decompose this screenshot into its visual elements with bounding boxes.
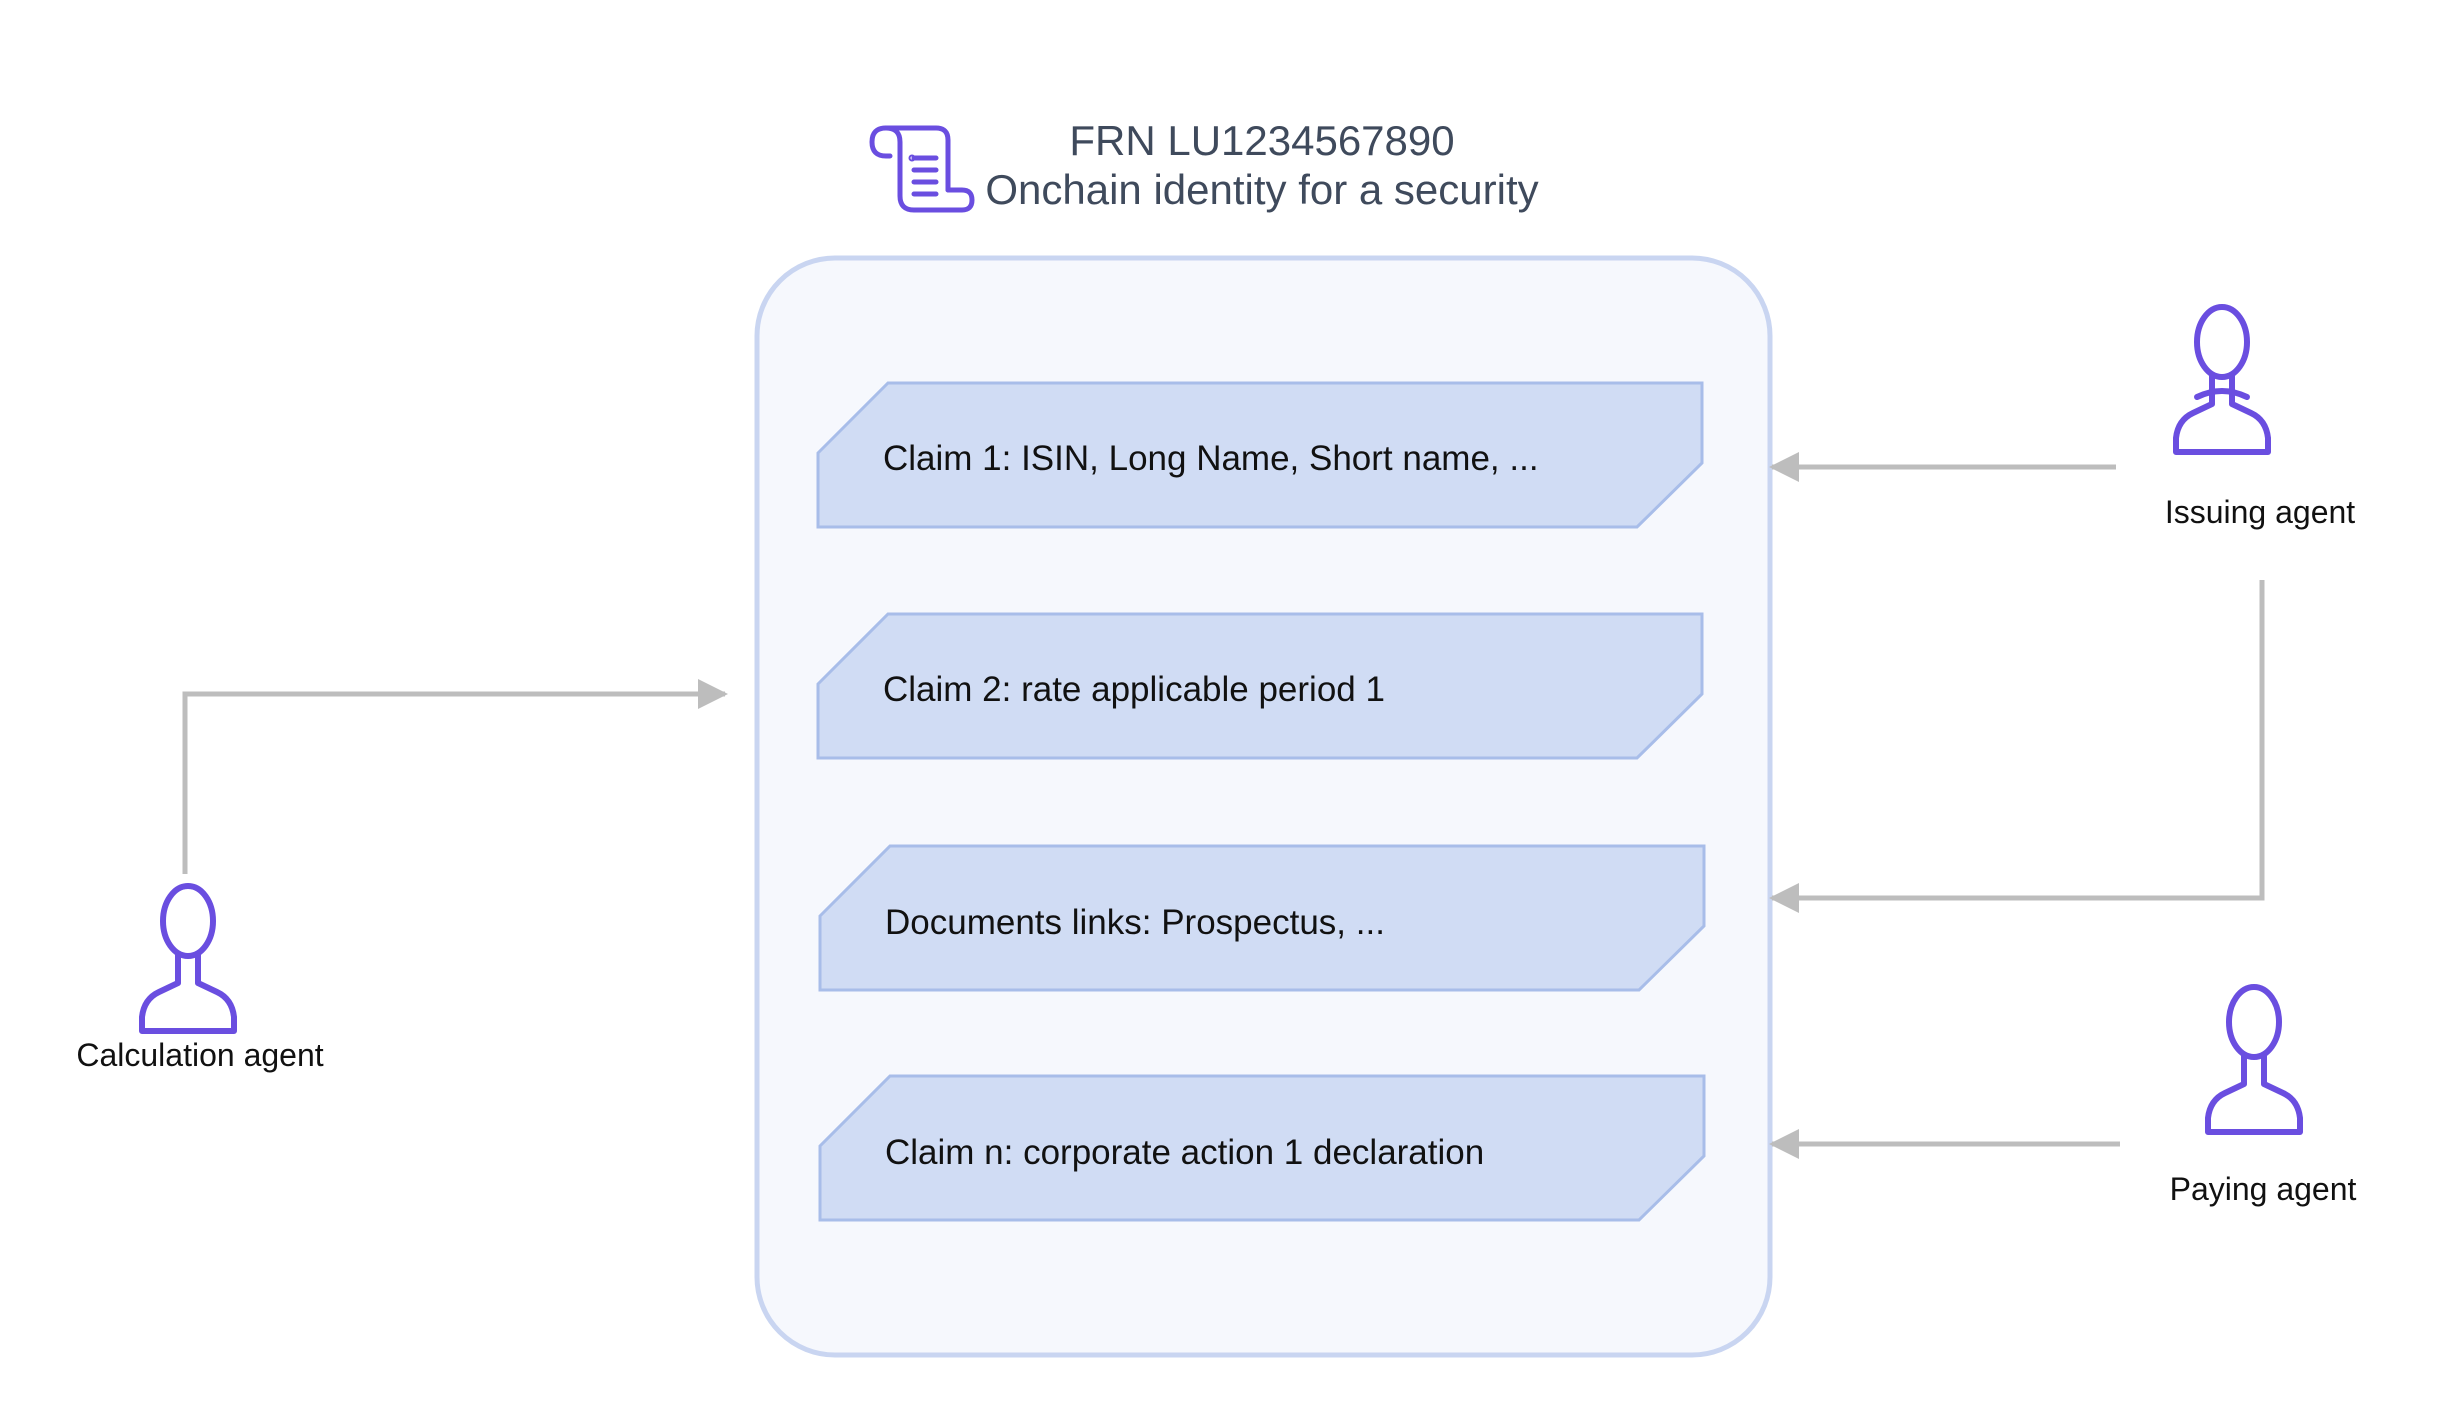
claim-box-4: Claim n: corporate action 1 declaration — [818, 1074, 1706, 1222]
paying-agent-label: Paying agent — [2170, 1171, 2357, 1207]
issuing-agent-label: Issuing agent — [2165, 494, 2355, 530]
claim-box-3: Documents links: Prospectus, ... — [818, 844, 1706, 992]
person-icon — [2205, 984, 2303, 1135]
calculation-agent: Calculation agent — [76, 883, 324, 1073]
arrow-issuing-to-documents — [1769, 580, 2265, 913]
paying-agent: Paying agent — [2170, 984, 2357, 1207]
person-icon — [2173, 304, 2271, 455]
security-title: FRN LU1234567890 — [1069, 117, 1454, 164]
claim-label-2: Claim 2: rate applicable period 1 — [883, 670, 1385, 709]
claim-label-1: Claim 1: ISIN, Long Name, Short name, ..… — [883, 439, 1539, 478]
issuing-agent: Issuing agent — [2165, 304, 2355, 530]
claim-label-3: Documents links: Prospectus, ... — [885, 903, 1385, 942]
person-icon — [139, 883, 237, 1034]
claim-box-2: Claim 2: rate applicable period 1 — [816, 612, 1704, 760]
scroll-document-icon — [869, 125, 975, 213]
claim-box-1: Claim 1: ISIN, Long Name, Short name, ..… — [816, 381, 1704, 529]
security-subtitle: Onchain identity for a security — [985, 166, 1538, 213]
calculation-agent-label: Calculation agent — [76, 1037, 323, 1073]
claim-label-4: Claim n: corporate action 1 declaration — [885, 1133, 1484, 1172]
arrow-calculation-to-claim-2 — [182, 679, 728, 874]
